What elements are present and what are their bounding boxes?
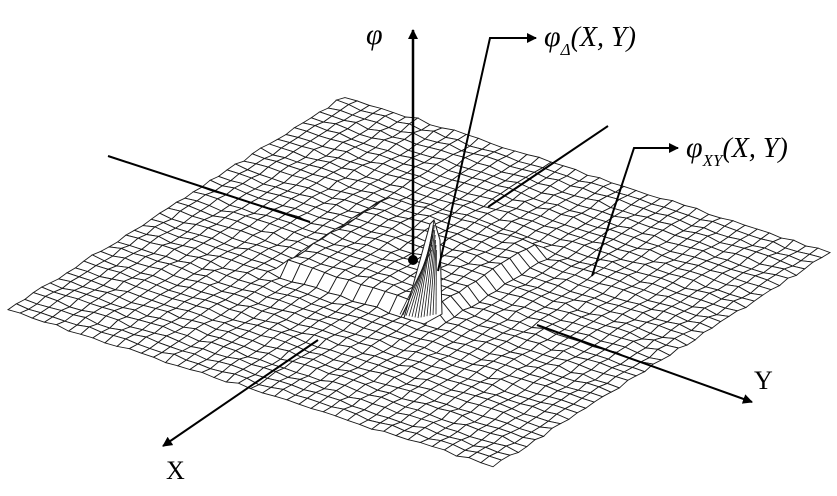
label-phi-xy-subscript: XY (702, 151, 723, 170)
spike-rib (432, 244, 437, 316)
spike-rib (429, 239, 436, 316)
axis-x-arrow (162, 339, 319, 447)
spike-rib (420, 224, 435, 318)
label-phi-delta-subscript: Δ (560, 40, 571, 59)
spike-rib (423, 229, 436, 317)
leader-phi-delta (437, 33, 537, 272)
label-axis-x: X (166, 456, 185, 485)
axes (107, 29, 753, 447)
delta-spike (399, 219, 443, 325)
label-phi-delta-symbol: φ (544, 20, 561, 53)
label-phi-xy: φXY(X, Y) (686, 131, 788, 170)
origin-dot (408, 255, 418, 265)
spike-rib (417, 219, 435, 319)
label-phi-xy-args: (X, Y) (722, 133, 788, 164)
label-phi: φ (366, 18, 383, 51)
axis-x-back (107, 155, 311, 223)
label-phi-delta-args: (X, Y) (570, 22, 636, 53)
axis-y-back (487, 125, 609, 208)
label-phi-xy-symbol: φ (686, 131, 703, 164)
label-phi-delta: φΔ(X, Y) (544, 20, 636, 59)
surface-mesh (6, 97, 832, 468)
spike-rib (426, 234, 436, 317)
label-axis-y: Y (754, 366, 773, 395)
mesh-cell (479, 455, 503, 468)
axis-y-arrow (536, 324, 753, 404)
leader-phi-xy (591, 143, 679, 277)
